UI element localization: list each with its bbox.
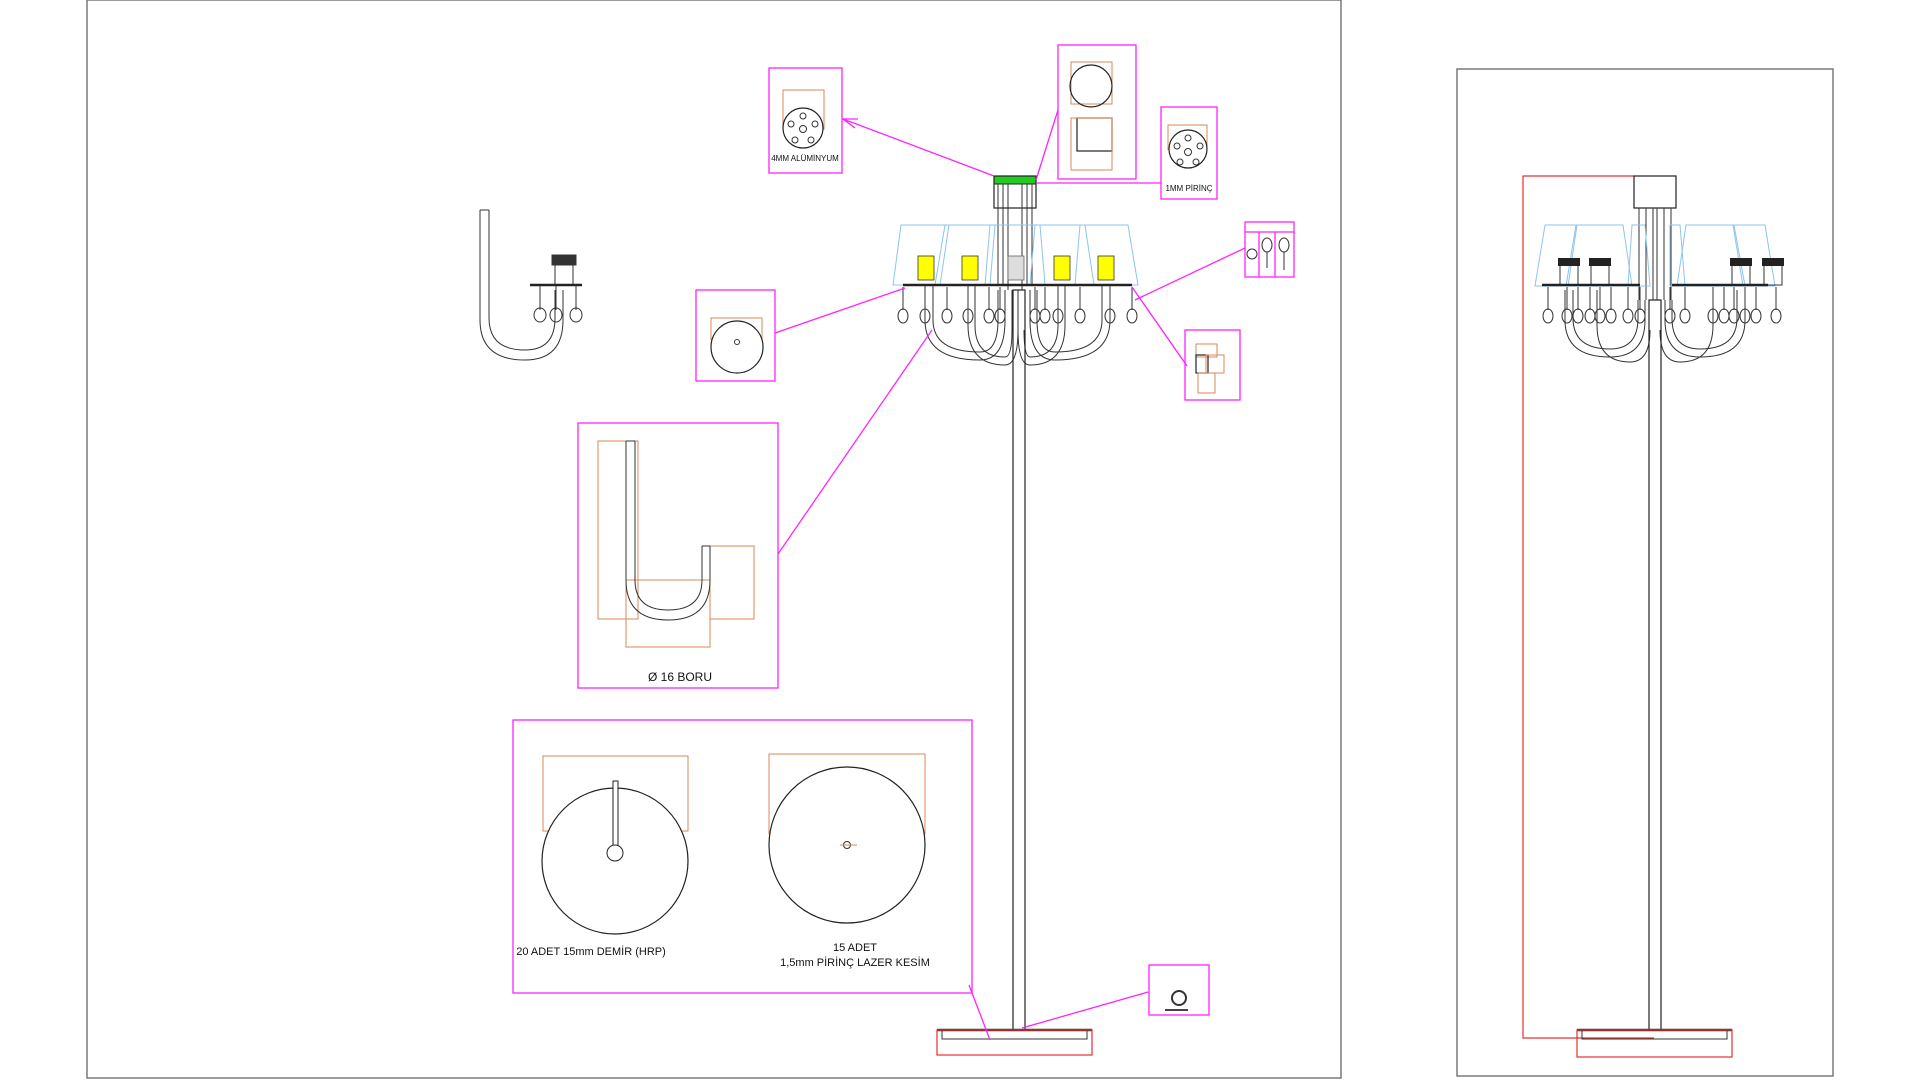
crystal-drop [1634, 308, 1646, 324]
callout-arrow [1021, 991, 1149, 1029]
callout-arrow [1035, 109, 1059, 181]
detail-crystal-parts [1244, 221, 1295, 278]
crystal-drop [1074, 308, 1086, 324]
label-disc-left: 20 ADET 15mm DEMİR (HRP) [516, 945, 666, 958]
top-canopy [993, 175, 1037, 209]
lamp-base [941, 1029, 1088, 1040]
label-disc-right-qty: 15 ADET [833, 942, 877, 954]
main-sheet-frame [86, 0, 1342, 1079]
detail-discs: 20 ADET 15mm DEMİR (HRP) 15 ADET 1,5mm P… [512, 719, 973, 994]
detail-socket [1184, 329, 1241, 401]
top-cap-plate [993, 175, 1037, 185]
crystal-drop [1029, 308, 1041, 324]
detail-round-plate [695, 289, 776, 382]
detail-base-ring [1148, 964, 1210, 1016]
base-dimension [936, 1029, 1093, 1056]
floor-lamp-side-view [1522, 175, 1784, 1058]
crystal-drop [1605, 308, 1617, 324]
lamp-pole [1012, 289, 1026, 1031]
callout-arrow [842, 118, 995, 177]
crystal-drop [1622, 308, 1634, 324]
lamp-arms [924, 285, 1111, 366]
callout-arrow [774, 287, 906, 334]
crystal-drop [1770, 308, 1782, 324]
callout-arrow [1134, 247, 1246, 301]
crystal-drop [1572, 308, 1584, 324]
crystal-drop [1718, 308, 1730, 324]
crystal-drop [1561, 308, 1573, 324]
detail-pipe: Ø 16 BORU [577, 422, 779, 689]
side-view-frame [1456, 68, 1834, 1077]
callout-arrow [777, 329, 933, 555]
label-brass: 1MM PİRİNÇ [1165, 184, 1212, 193]
floor-lamp-main-view [892, 175, 1139, 1056]
crystal-drop [1126, 308, 1138, 324]
callout-arrow [1131, 286, 1188, 367]
callout-arrow [968, 984, 991, 1041]
detail-canopy-cylinder [1057, 44, 1137, 180]
crystal-drop [1542, 308, 1554, 324]
crystal-drop [1594, 308, 1606, 324]
detail-brass-plate: 1MM PİRİNÇ [1160, 106, 1218, 200]
crystal-drop [1728, 308, 1740, 324]
crystal-drop [983, 308, 995, 324]
crystal-drop [994, 308, 1006, 324]
label-disc-right-desc: 1,5mm PİRİNÇ LAZER KESİM [780, 956, 930, 969]
crystal-drop [1750, 308, 1762, 324]
crystal-drop [1664, 308, 1676, 324]
bulb-holders [917, 255, 1115, 281]
arm-side-view [479, 209, 583, 361]
crystal-drop [1679, 308, 1691, 324]
detail-aluminium-plate: 4MM ALÜMİNYUM [768, 67, 843, 174]
crystal-drop [1039, 308, 1051, 324]
crystal-drop [897, 308, 909, 324]
arrowhead [841, 118, 858, 129]
crystal-drop [1584, 308, 1596, 324]
crystal-drop [941, 308, 953, 324]
label-pipe: Ø 16 BORU [648, 670, 712, 684]
label-aluminium: 4MM ALÜMİNYUM [771, 154, 839, 163]
